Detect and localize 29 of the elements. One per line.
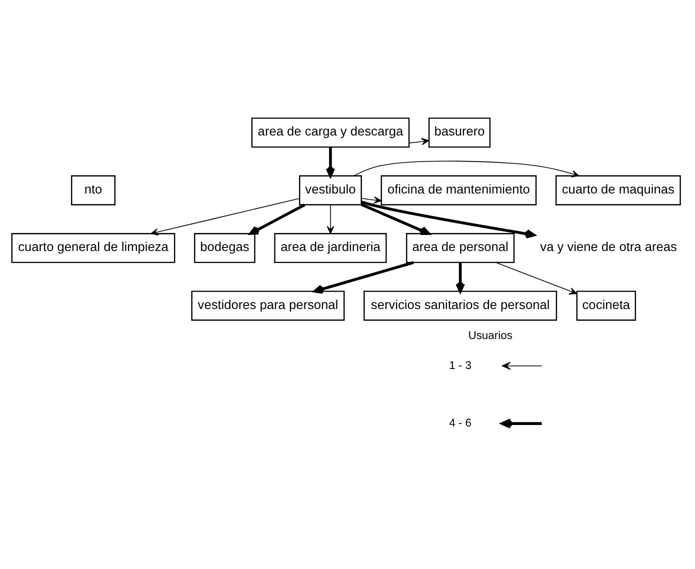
- label: Usuarios: [468, 330, 512, 342]
- node-box: servicios sanitarios de personal: [364, 290, 558, 321]
- node-box: area de personal: [406, 233, 515, 264]
- node-box: cocineta: [576, 290, 636, 321]
- arrow: [326, 204, 334, 234]
- arrow: [496, 262, 578, 294]
- arrow: [353, 160, 580, 178]
- node-box: vestibulo: [299, 175, 362, 206]
- legend-label: 4 - 6: [449, 418, 472, 430]
- node-box: bodegas: [194, 233, 256, 264]
- node-text: va y viene de otra areas: [540, 239, 677, 254]
- arrow: [408, 138, 430, 146]
- node-box: cuarto general de limpieza: [11, 233, 176, 264]
- arrow: [456, 262, 465, 293]
- arrow: [314, 261, 414, 294]
- node-box: vestidores para personal: [191, 290, 345, 321]
- node-box: oficina de mantenimiento: [380, 175, 537, 206]
- node-box: nto: [71, 175, 116, 206]
- arrow: [360, 200, 536, 238]
- arrow: [249, 204, 306, 235]
- legend-label: 1 - 3: [449, 360, 472, 372]
- arrow: [150, 198, 300, 236]
- arrow: [361, 203, 430, 236]
- arrow: [361, 196, 382, 204]
- node-box: area de carga y descarga: [251, 118, 410, 148]
- node-box: cuarto de maquinas: [555, 175, 681, 206]
- arrow: [326, 147, 336, 178]
- node-box: basurero: [428, 118, 491, 148]
- node-box: area de jardineria: [274, 233, 387, 264]
